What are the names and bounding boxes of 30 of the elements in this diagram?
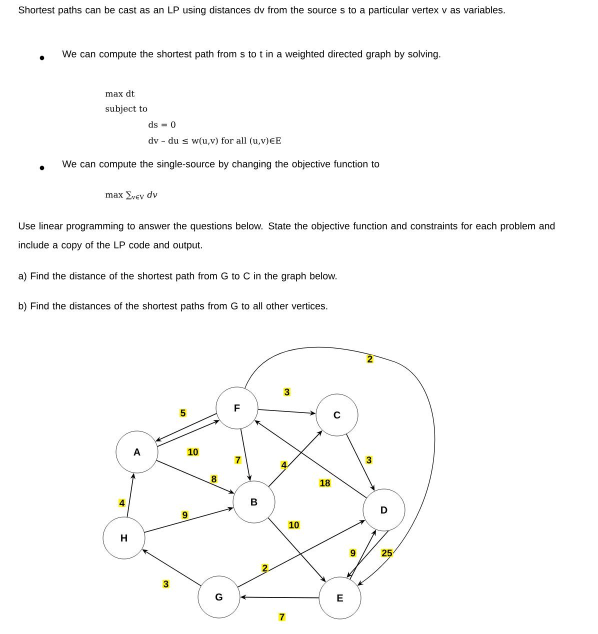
edge-label: 3 bbox=[366, 456, 372, 464]
edge-label: 4 bbox=[118, 498, 126, 508]
paragraph: b) Find the distances of the shortest paths from G to all other vertices. bbox=[18, 302, 328, 312]
edge-label: 7 bbox=[234, 456, 242, 464]
edge-label: 9 bbox=[182, 510, 188, 520]
formula-line: max dt bbox=[106, 90, 135, 97]
edge-label: 18 bbox=[318, 478, 332, 488]
edge-label: 10 bbox=[186, 448, 200, 456]
edge-label: 25 bbox=[380, 548, 394, 558]
edge-label: 3 bbox=[162, 580, 170, 588]
formula-line: dv – du ≤ w(u,v) for all (u,v)∈E bbox=[148, 137, 281, 145]
edge-label: 2 bbox=[366, 354, 374, 364]
edge-label: 8 bbox=[210, 474, 218, 484]
edge-label: 4 bbox=[280, 460, 288, 470]
edge-label: 3 bbox=[284, 388, 290, 396]
edge-label: 7 bbox=[278, 612, 286, 622]
edge-label: 10 bbox=[288, 520, 300, 530]
arrow bbox=[142, 549, 202, 586]
edge-label: 2 bbox=[262, 564, 268, 572]
paragraph: a) Find the distance of the shortest path from G to C in the graph below. bbox=[18, 272, 336, 282]
formula-line: ds = 0 bbox=[148, 121, 176, 128]
paragraph: We can compute the single-source by changing the objective function to bbox=[62, 160, 380, 170]
paragraph: We can compute the shortest path from s to t in a weighted directed graph by solving. bbox=[62, 50, 440, 60]
paragraph: Shortest paths can be cast as an LP using distances dv from the source s to a particular vertex v as variables. bbox=[18, 6, 505, 16]
edge-label: 9 bbox=[350, 548, 356, 558]
arrow bbox=[244, 346, 436, 586]
paragraph: Use linear programming to answer the questions below. State the objective function and constraints for each problem and include a copy of the LP code and output. bbox=[18, 222, 555, 250]
edge-label: 5 bbox=[180, 408, 186, 418]
formula-line: subject to bbox=[106, 105, 148, 114]
formula-line: max ∑$_{v∈V}$ dv bbox=[106, 191, 158, 200]
